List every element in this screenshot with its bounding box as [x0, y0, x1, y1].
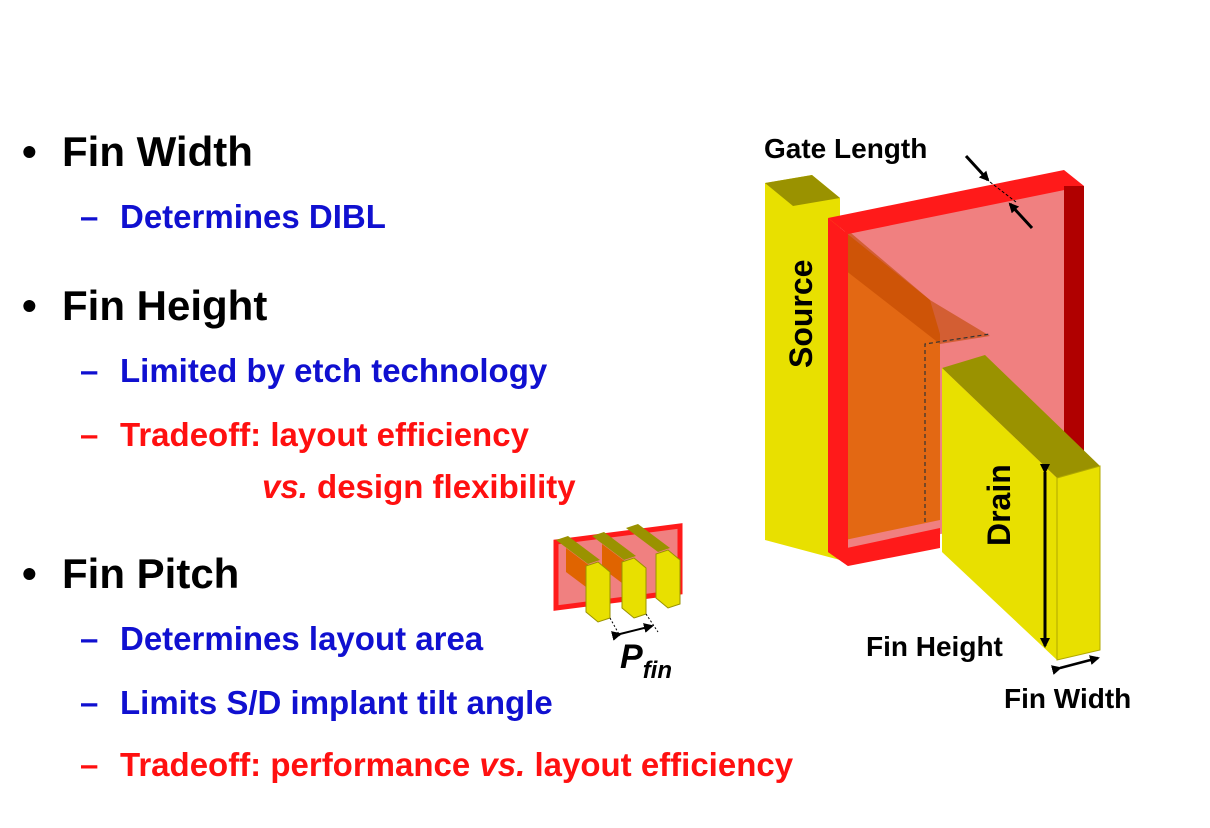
bullet-title: Fin Height: [62, 282, 268, 329]
gate-bottom-edge: [828, 528, 940, 566]
dash: –: [80, 416, 99, 453]
mini-channel: [566, 548, 590, 590]
sub-item: –Limited by etch technology: [80, 352, 547, 390]
fin-width-arrow: [1050, 655, 1100, 675]
source-fin: [765, 175, 840, 560]
vs-text: vs.: [479, 746, 526, 783]
bullet-fin-width: • Fin Width: [22, 128, 253, 176]
sub-text: Determines layout area: [120, 620, 484, 657]
dash: –: [80, 352, 99, 389]
sub-item: –Determines DIBL: [80, 198, 386, 236]
mini-channel: [602, 544, 626, 586]
drain-fin-side: [1056, 465, 1101, 661]
sub-item: –Tradeoff: performance vs. layout effici…: [80, 746, 793, 784]
fin-height-label: Fin Height: [866, 631, 1003, 662]
mini-fin-back: [626, 524, 670, 552]
gate-length-guide: [989, 181, 1017, 203]
dash: –: [80, 620, 99, 657]
pitch-guide: [609, 617, 621, 637]
gate-right-edge: [1064, 186, 1084, 480]
hidden-edge: [924, 333, 991, 522]
source-label: Source: [783, 260, 819, 368]
source-fin-top: [765, 175, 840, 206]
sub-item: –Tradeoff: layout efficiency: [80, 416, 529, 454]
source-fin-face: [765, 175, 840, 560]
pitch-arrow: [611, 623, 654, 641]
bullet-dot: •: [22, 128, 37, 175]
mini-fin-back: [556, 536, 600, 564]
dash: –: [80, 684, 99, 721]
mini-fin-front: [585, 561, 611, 623]
channel-top: [845, 228, 990, 344]
sub-text: Limits S/D implant tilt angle: [120, 684, 553, 721]
fin-width-label: Fin Width: [1004, 683, 1131, 714]
gate-top-edge: [828, 170, 1084, 234]
gate-length-arrow-bottom: [1008, 202, 1034, 230]
pitch-guide: [645, 613, 659, 633]
sub-text: Determines DIBL: [120, 198, 386, 235]
pitch-symbol-main: P: [620, 638, 643, 676]
mini-fin-back: [592, 532, 636, 560]
dash: –: [80, 198, 99, 235]
sub-text: layout efficiency: [525, 746, 794, 783]
sub-item-continued: vs. design flexibility: [262, 468, 576, 506]
pitch-subscript: fin: [643, 657, 672, 684]
sub-item: –Limits S/D implant tilt angle: [80, 684, 553, 722]
bullet-dot: •: [22, 550, 37, 597]
bullet-title: Fin Pitch: [62, 550, 240, 597]
drain-label: Drain: [981, 464, 1017, 546]
bullet-fin-height: • Fin Height: [22, 282, 267, 330]
sub-text: Limited by etch technology: [120, 352, 548, 389]
drain-fin: [942, 355, 1101, 661]
gate-left-edge: [828, 218, 848, 566]
sub-text: design flexibility: [307, 468, 576, 505]
mini-fin-front: [655, 549, 681, 609]
gate-length-arrow-top: [964, 154, 990, 182]
bullet-fin-pitch: • Fin Pitch: [22, 550, 239, 598]
drain-fin-top: [942, 355, 1100, 478]
dash: –: [80, 746, 99, 783]
fin-pitch-diagram: Pfin: [553, 523, 683, 684]
vs-text: vs.: [262, 468, 308, 505]
sub-text: Tradeoff: performance: [120, 746, 480, 783]
pitch-symbol: Pfin: [620, 638, 672, 684]
sub-item: –Determines layout area: [80, 620, 483, 658]
sub-text: Tradeoff: layout efficiency: [120, 416, 529, 453]
gate-length-label: Gate Length: [764, 133, 927, 164]
bullet-title: Fin Width: [62, 128, 253, 175]
bullet-dot: •: [22, 282, 37, 329]
mini-fin-front: [621, 557, 647, 619]
drain-fin-face: [942, 368, 1057, 660]
